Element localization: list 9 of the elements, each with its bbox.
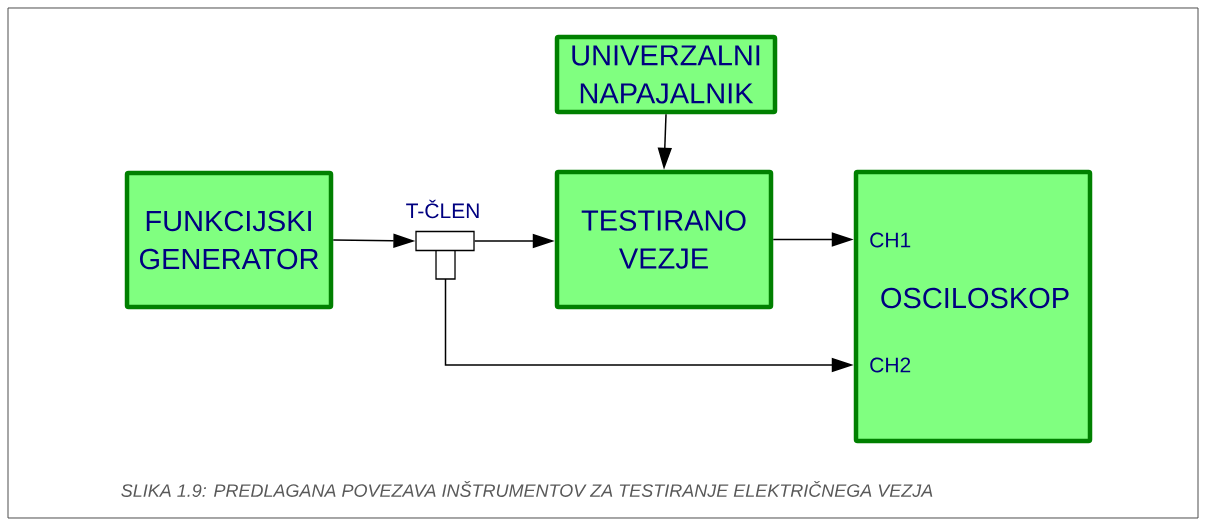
block-box: TESTIRANO VEZJE (554, 169, 774, 310)
block-box: UNIVERZALNI NAPAJALNIK (554, 34, 778, 115)
block-box: FUNKCIJSKI GENERATOR (124, 170, 334, 310)
channel-label: CH1 (870, 232, 911, 248)
channel-label: CH2 (870, 357, 911, 373)
connector-label: T-ČLEN (406, 199, 479, 219)
figure-caption: SLIKA 1.9: PREDLAGANA POVEZAVA INŠTRUMENTOV ZA TESTIRANJE ELEKTRIČNEGA VEZJA (121, 481, 933, 497)
box-title: OSCILOSKOP (881, 287, 1069, 309)
oscilloscope-box (853, 169, 1093, 444)
